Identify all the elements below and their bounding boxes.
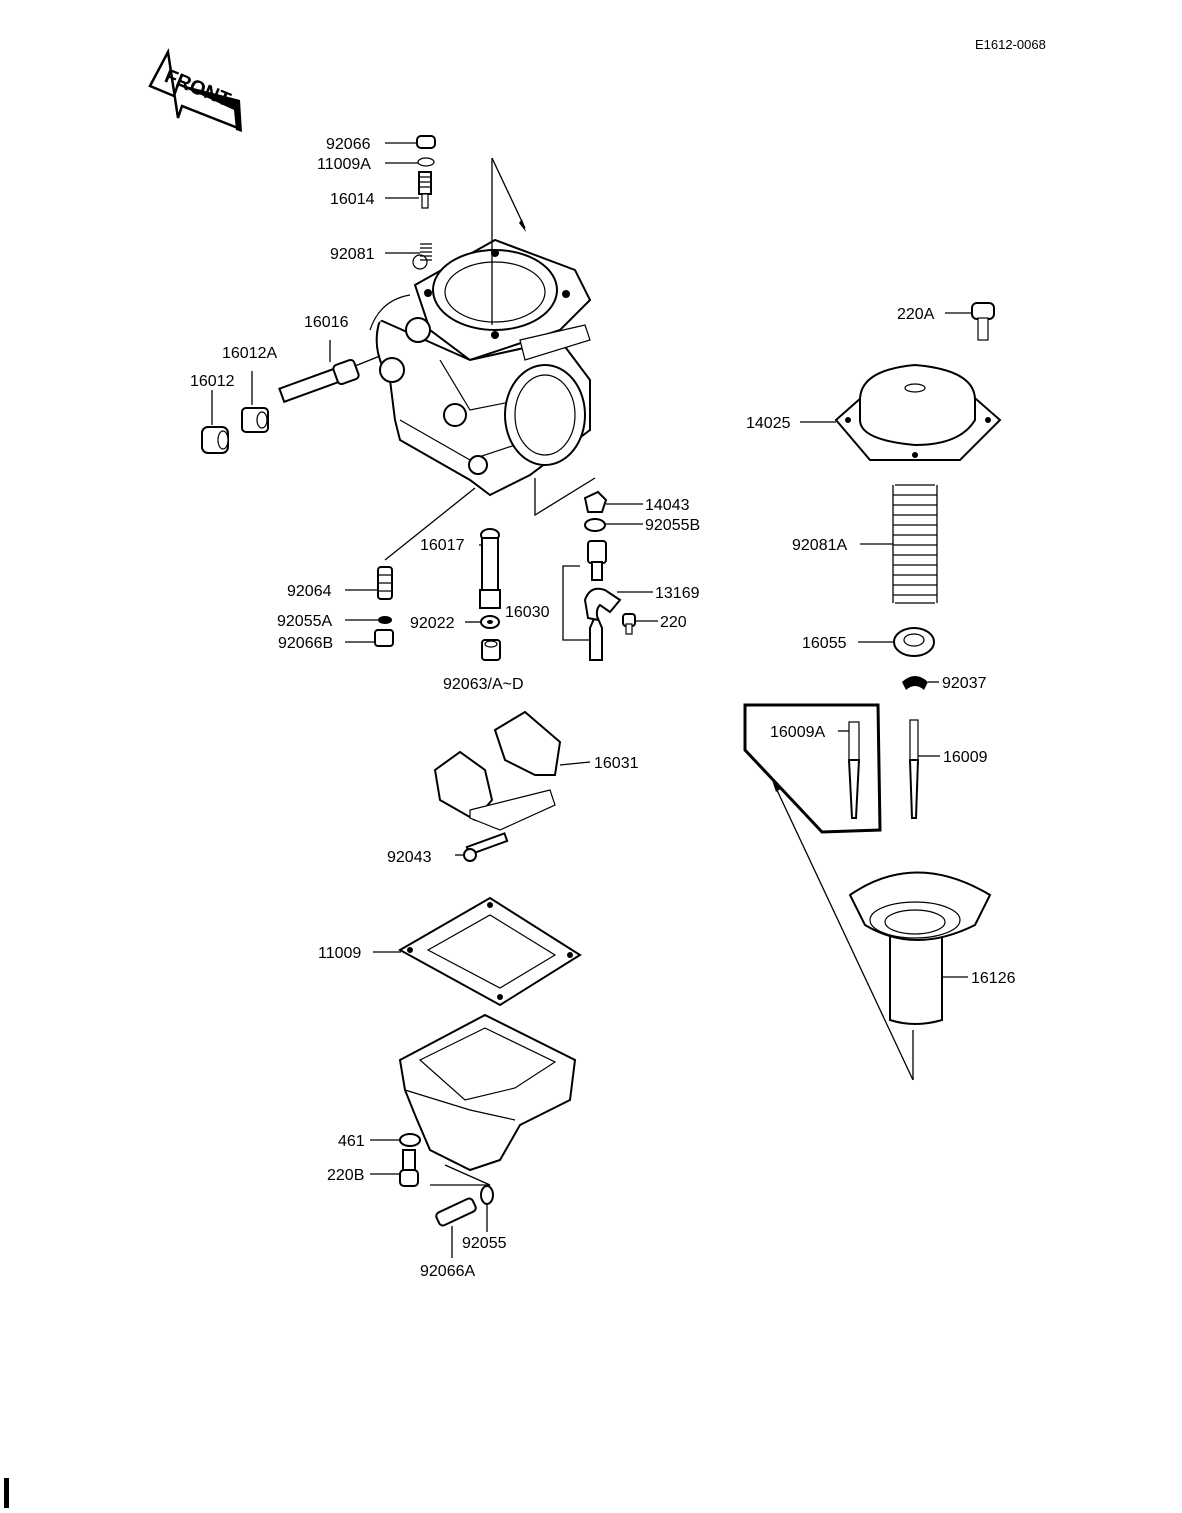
label-461: 461 [338,1133,365,1150]
part-16126-piston [848,871,992,1025]
label-16009: 16009 [943,749,988,766]
part-92055B-oring [584,518,606,532]
label-16014: 16014 [330,191,375,208]
part-16009A-needle [847,721,861,819]
leader-line [775,787,914,1081]
label-92055B: 92055B [645,517,700,534]
label-13169: 13169 [655,585,700,602]
part-92022-washer [480,615,500,629]
part-14025-cover [834,363,1002,461]
label-92066: 92066 [326,136,371,153]
label-92066A: 92066A [420,1263,475,1280]
part-16012A-nut [241,407,269,433]
part-92055-oring [480,1185,494,1205]
label-92037: 92037 [942,675,987,692]
label-16009A: 16009A [770,724,825,741]
label-92022: 92022 [410,615,455,632]
label-11009A: 11009A [317,156,371,173]
label-92081A: 92081A [792,537,847,554]
part-16031-float [433,710,591,831]
part-220B-screw [399,1149,419,1187]
front-arrow: FRONT [148,48,242,132]
part-92055A-oring [378,616,392,624]
part-461-washer [399,1133,421,1147]
label-220B: 220B [327,1167,364,1184]
label-92066B: 92066B [278,635,333,652]
label-16126: 16126 [971,970,1016,987]
part-16017-tube [479,528,501,609]
part-16055-retainer [893,627,935,657]
part-14043-nut [583,490,608,513]
edge-mark [4,1478,9,1508]
part-16016-plunger [278,355,381,404]
part-16012-cap [201,426,229,454]
label-92064: 92064 [287,583,332,600]
label-92055A: 92055A [277,613,332,630]
part-92081A-spring [892,484,938,604]
label-16030: 16030 [505,604,550,621]
label-16012A: 16012A [222,345,277,362]
document-id: E1612-0068 [975,37,1046,52]
part-11009A-oring [417,157,435,167]
label-92081: 92081 [330,246,375,263]
label-16055: 16055 [802,635,847,652]
part-16014-screw [418,171,432,209]
label-92063: 92063/A~D [443,676,524,693]
leader-line [534,477,596,517]
leader-line [430,1164,491,1186]
part-92064-jet [377,566,393,600]
label-14043: 14043 [645,497,690,514]
part-92063-jet [481,639,501,661]
part-16009-needle [908,719,920,819]
label-220: 220 [660,614,687,631]
part-92066B-plug [374,629,394,647]
part-220A-screw [971,302,995,341]
part-11009-gasket [397,896,582,1007]
label-92055: 92055 [462,1235,507,1252]
part-92043-pin [463,832,509,862]
part-92081-spring [420,243,432,261]
needle-option-box [743,703,882,834]
label-16017: 16017 [420,537,465,554]
label-16031: 16031 [594,755,639,772]
label-14025: 14025 [746,415,791,432]
part-92037-clip [902,676,928,690]
float-bowl [398,1013,577,1172]
label-16016: 16016 [304,314,349,331]
callouts [345,142,972,1258]
label-92043: 92043 [387,849,432,866]
label-16012: 16012 [190,373,235,390]
part-220-screw [622,613,636,635]
part-92066A-drain-screw [435,1197,477,1227]
label-220A: 220A [897,306,935,323]
part-92066-cap [416,135,436,149]
leader-line [384,487,476,561]
part-13169-clip [583,587,622,622]
label-11009: 11009 [318,945,361,962]
leader-line [491,157,526,229]
carburetor-body [369,238,592,497]
